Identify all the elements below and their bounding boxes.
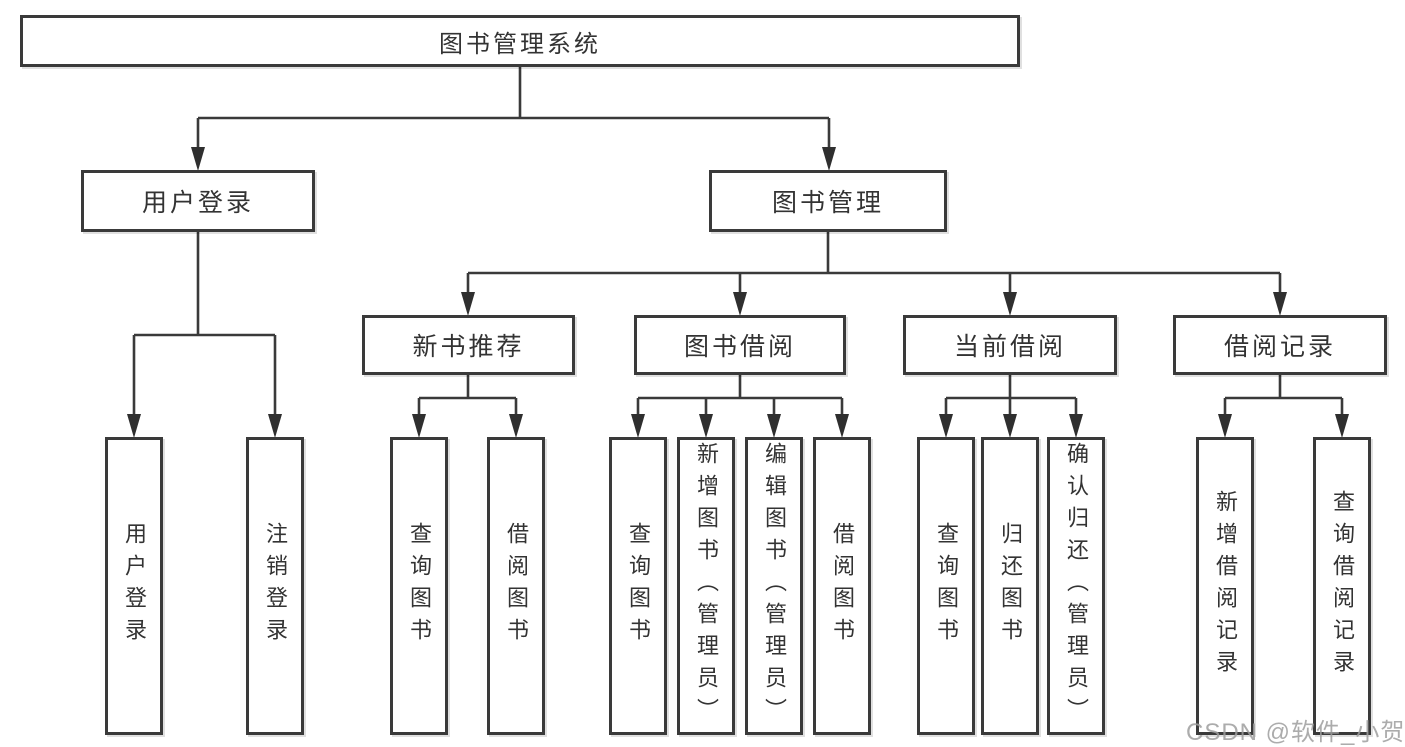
connector-root-to-level2 (196, 67, 831, 148)
node-leaf-query-books-borrowing: 查询图书 (609, 437, 667, 735)
node-leaf-add-books-admin: 新增图书（管理员） (677, 437, 735, 735)
node-label: 注销登录 (263, 522, 288, 650)
node-label: 图书管理 (771, 189, 884, 217)
node-label: 图书借阅 (683, 333, 796, 361)
node-label: 查询图书 (934, 522, 959, 650)
node-label: 借阅图书 (504, 522, 529, 650)
node-leaf-borrow-books: 借阅图书 (813, 437, 871, 735)
connector-user-login-to-leaves (132, 232, 277, 415)
connector-borrow-records-to-leaves (1223, 375, 1344, 415)
node-label: 当前借阅 (953, 333, 1066, 361)
node-borrowing-records: 借阅记录 (1173, 315, 1387, 375)
node-leaf-borrow-books-recommend: 借阅图书 (487, 437, 545, 735)
arrowheads-bottom-leaves (412, 414, 1349, 438)
node-leaf-edit-books-admin: 编辑图书（管理员） (745, 437, 803, 735)
node-book-management: 图书管理 (709, 170, 947, 232)
node-book-borrowing: 图书借阅 (634, 315, 846, 375)
node-user-login: 用户登录 (81, 170, 315, 232)
node-label: 查询借阅记录 (1330, 490, 1355, 682)
connector-book-borrow-to-leaves (636, 375, 844, 415)
node-label: 新书推荐 (412, 333, 525, 361)
node-leaf-query-borrow-record: 查询借阅记录 (1313, 437, 1371, 735)
node-leaf-query-books-recommend: 查询图书 (390, 437, 448, 735)
node-leaf-logout: 注销登录 (246, 437, 304, 735)
arrowheads-user-login-leaves (127, 414, 282, 438)
connector-current-borrow-to-leaves (944, 375, 1078, 415)
node-leaf-return-books: 归还图书 (981, 437, 1039, 735)
node-label: 查询图书 (626, 522, 651, 650)
node-leaf-query-books-current: 查询图书 (917, 437, 975, 735)
arrowheads-level3 (461, 292, 1287, 316)
node-label: 确认归还（管理员） (1064, 442, 1089, 730)
node-label: 编辑图书（管理员） (762, 442, 787, 730)
arrowheads-level2 (191, 147, 836, 171)
node-label: 查询图书 (407, 522, 432, 650)
node-label: 图书管理系统 (439, 30, 601, 58)
node-leaf-user-login: 用户登录 (105, 437, 163, 735)
node-leaf-add-borrow-record: 新增借阅记录 (1196, 437, 1254, 735)
node-label: 归还图书 (998, 522, 1023, 650)
node-label: 用户登录 (141, 189, 254, 217)
node-label: 新增图书（管理员） (694, 442, 719, 730)
node-leaf-confirm-return-admin: 确认归还（管理员） (1047, 437, 1105, 735)
node-label: 用户登录 (122, 522, 147, 650)
node-new-book-recommend: 新书推荐 (362, 315, 575, 375)
node-label: 借阅记录 (1223, 333, 1336, 361)
node-root-system: 图书管理系统 (20, 15, 1020, 67)
connector-new-book-rec-to-leaves (417, 375, 518, 415)
node-label: 新增借阅记录 (1213, 490, 1238, 682)
csdn-watermark: CSDN @软件_小贺同学 (1186, 719, 1405, 746)
node-current-borrowing: 当前借阅 (903, 315, 1117, 375)
node-label: 借阅图书 (830, 522, 855, 650)
connector-book-mgmt-to-level3 (466, 232, 1282, 293)
